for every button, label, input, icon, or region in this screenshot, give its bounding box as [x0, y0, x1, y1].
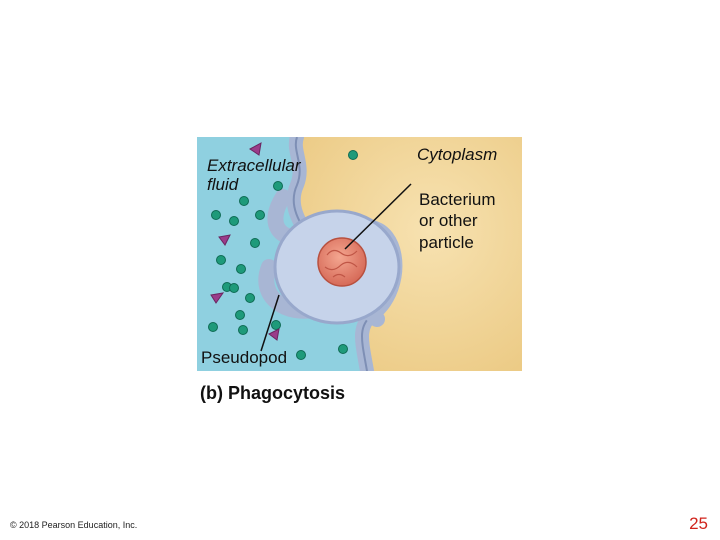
label-bacterium-line3: particle — [419, 233, 474, 252]
bacterium-pointer-line — [344, 183, 412, 250]
green-particles — [208, 150, 358, 360]
copyright-notice: © 2018 Pearson Education, Inc. — [10, 520, 138, 530]
page-number: 25 — [689, 514, 708, 533]
figure-caption: (b) Phagocytosis — [200, 383, 346, 403]
label-extracellular-line2: fluid — [207, 175, 239, 194]
label-bacterium-line2: or other — [419, 211, 478, 230]
phagocytosis-illustration: Extracellular fluid Cytoplasm Bacterium … — [197, 137, 522, 371]
pseudopod-pointer-line — [260, 294, 280, 352]
label-cytoplasm: Cytoplasm — [417, 145, 498, 164]
phagocytosis-svg — [197, 137, 522, 371]
label-pseudopod: Pseudopod — [201, 348, 288, 367]
cytoplasm-region — [293, 137, 522, 371]
label-extracellular-line1: Extracellular — [207, 156, 301, 175]
purple-particles — [210, 142, 280, 341]
label-bacterium-line1: Bacterium — [419, 190, 496, 209]
bacterium — [317, 237, 367, 287]
